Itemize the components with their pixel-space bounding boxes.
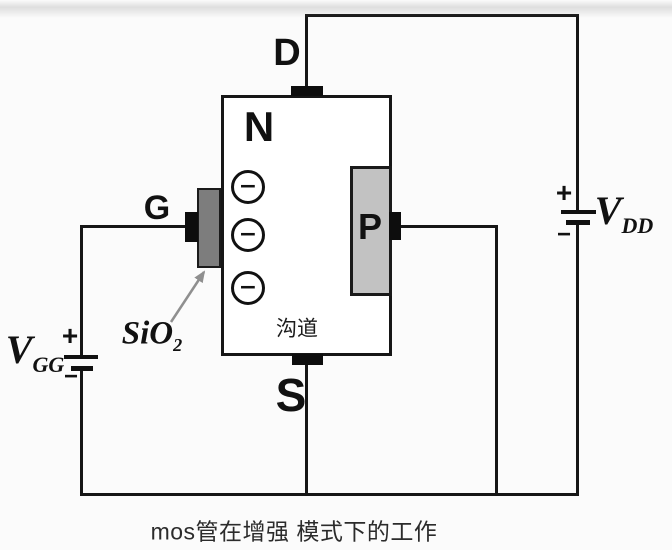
vdd-symbol: V xyxy=(594,188,622,233)
vdd-minus-sign: − xyxy=(556,221,572,248)
wire-drain-vertical xyxy=(305,14,308,88)
shadow-band xyxy=(0,0,672,18)
electron-minus: − xyxy=(238,274,258,300)
wire-top-horizontal xyxy=(305,14,579,17)
vgg-subscript: GG xyxy=(32,352,65,377)
drain-contact xyxy=(291,86,323,96)
electron-minus: − xyxy=(238,221,258,247)
electron-icon: − xyxy=(231,218,265,252)
sio2-subscript: 2 xyxy=(173,335,183,356)
vgg-battery-long-plate xyxy=(64,355,98,359)
sio2-base: SiO xyxy=(121,315,174,352)
vdd-subscript: DD xyxy=(621,213,654,238)
wire-source-vertical xyxy=(305,364,308,495)
vgg-label: VGG xyxy=(5,327,64,376)
p-contact xyxy=(389,212,401,240)
electron-icon: − xyxy=(231,271,265,305)
vgg-symbol: V xyxy=(5,327,33,372)
source-terminal-label: S xyxy=(275,369,307,421)
source-contact xyxy=(292,354,323,365)
wire-gate-horizontal xyxy=(80,225,187,228)
sio2-layer xyxy=(197,188,221,268)
vdd-battery-long-plate xyxy=(561,210,596,214)
sio2-label: SiO2 xyxy=(121,315,182,354)
substrate-n-label: N xyxy=(243,103,275,150)
wire-vdd-lower xyxy=(576,222,579,495)
figure-caption: mos管在增强 模式下的工作 xyxy=(150,518,438,545)
gate-contact xyxy=(185,212,198,242)
vgg-minus-sign: − xyxy=(63,363,79,390)
wire-vgg-lower xyxy=(80,368,83,496)
wire-vgg-upper xyxy=(80,225,83,357)
sio2-pointer-arrow-icon xyxy=(169,270,206,323)
gate-terminal-label: G xyxy=(143,189,171,227)
vdd-battery-short-plate xyxy=(566,220,590,225)
wire-bottom-horizontal xyxy=(80,493,579,496)
wire-vdd-upper xyxy=(576,14,579,212)
p-region-label: P xyxy=(357,206,383,247)
channel-label: 沟道 xyxy=(276,317,318,341)
vdd-label: VDD xyxy=(594,188,653,237)
vdd-plus-sign: + xyxy=(555,177,573,208)
wire-pcontact-vertical xyxy=(495,225,498,495)
drain-terminal-label: D xyxy=(273,32,301,74)
wire-pcontact-horizontal xyxy=(399,225,498,228)
vgg-battery-short-plate xyxy=(71,366,93,371)
electron-minus: − xyxy=(238,173,258,199)
electron-icon: − xyxy=(231,170,265,204)
vgg-plus-sign: + xyxy=(61,320,79,351)
